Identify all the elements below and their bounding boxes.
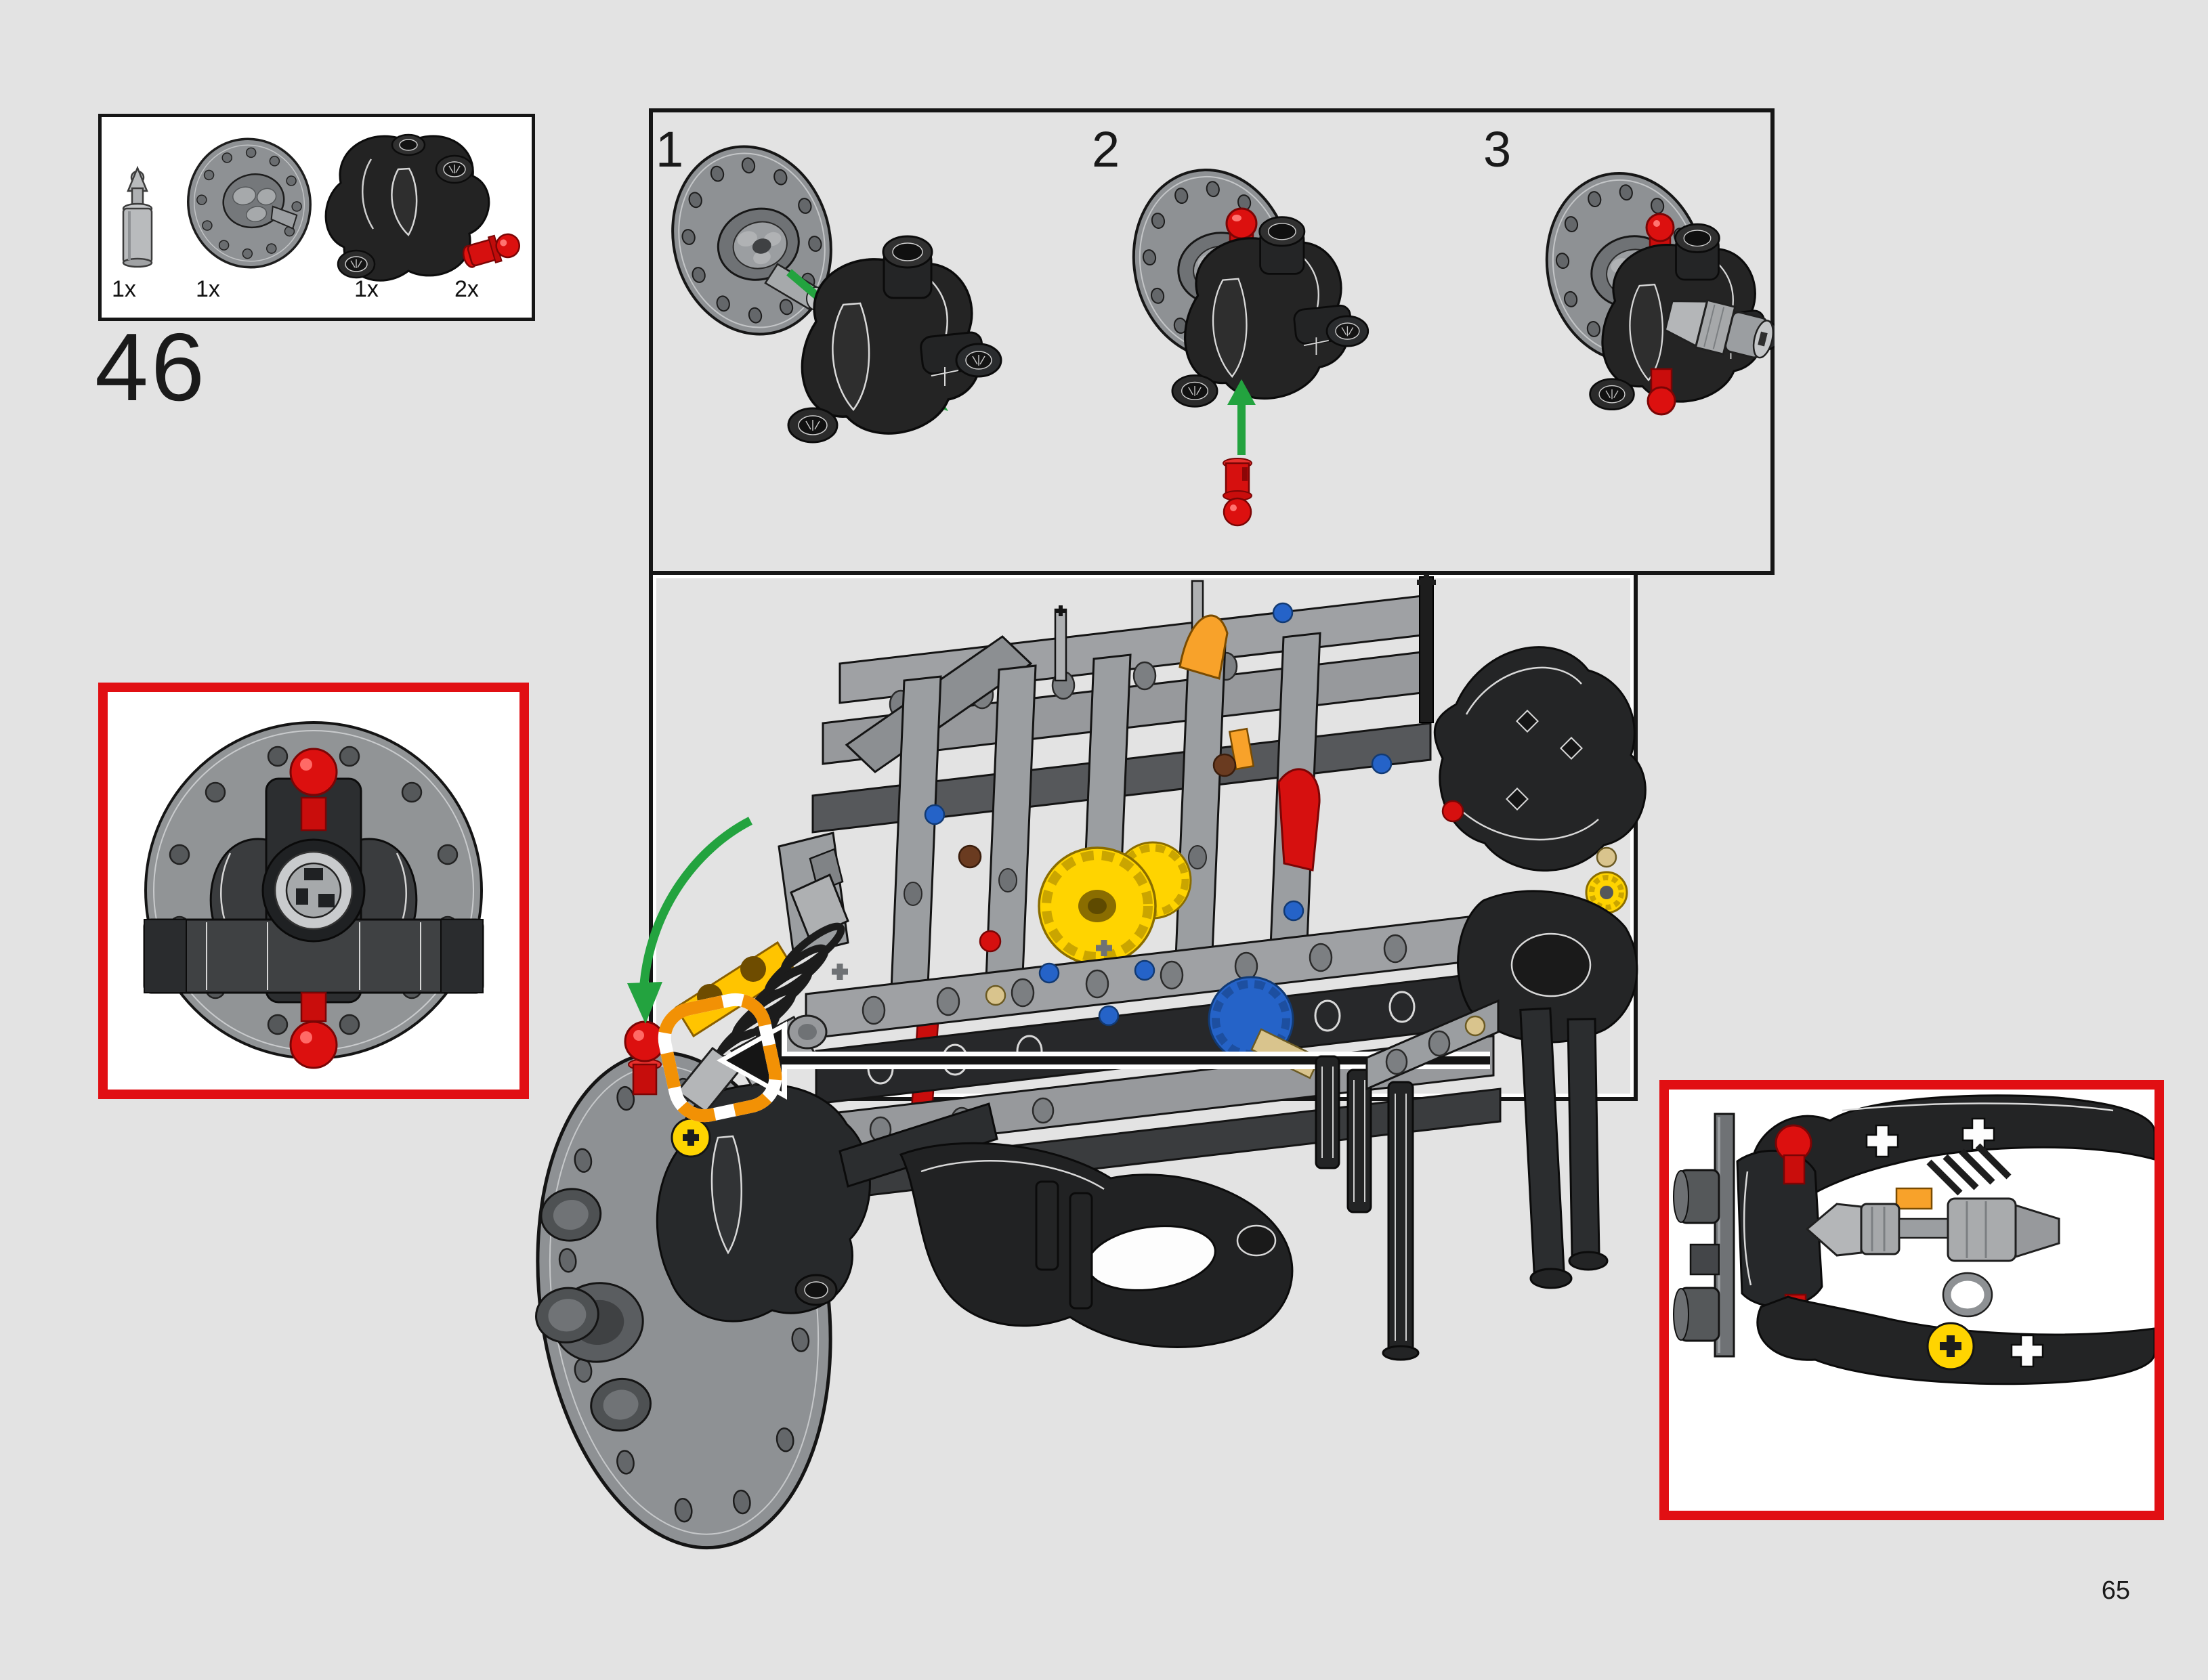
part-qty: 1x xyxy=(196,276,220,302)
substep-number-2: 2 xyxy=(1092,121,1120,177)
red-towball-top xyxy=(289,748,338,796)
substep-3-illustration xyxy=(1528,157,1775,416)
main-assembly-illustration xyxy=(535,574,1647,1550)
suspension-bar xyxy=(143,918,484,994)
substep-number-1: 1 xyxy=(656,121,684,177)
shock-absorber xyxy=(674,832,849,1082)
red-towball-bottom xyxy=(1647,386,1676,416)
hub-ring xyxy=(1943,1273,1992,1316)
spring-coils xyxy=(1926,1143,2012,1196)
cv-joint-shaft xyxy=(1663,299,1775,359)
differential-gears xyxy=(1038,841,1192,966)
brake-disc-edge xyxy=(1673,1113,1735,1358)
red-towball-main xyxy=(624,1020,666,1096)
part-qty: 1x xyxy=(112,276,136,302)
red-towball-bottom xyxy=(289,1020,338,1069)
side-knuckle xyxy=(1736,1149,1823,1308)
part-steering-knuckle xyxy=(324,133,490,282)
callout-front-view xyxy=(98,683,529,1099)
orange-highlight-frame xyxy=(658,993,782,1123)
right-thin-beam xyxy=(1365,999,1500,1091)
orange-wedge xyxy=(1179,614,1229,680)
green-curved-arrow xyxy=(639,817,752,984)
top-axles xyxy=(1054,574,1436,771)
fender-lower xyxy=(1457,890,1638,1289)
page-number: 65 xyxy=(2101,1576,2130,1605)
substeps-illustration xyxy=(650,127,1775,527)
upper-wishbone xyxy=(1749,1094,2154,1215)
red-towball-top xyxy=(1645,213,1675,242)
front-view-illustration xyxy=(143,721,484,1069)
yellow-gear-right xyxy=(1585,846,1628,914)
lower-suspension-arm xyxy=(899,1142,1294,1348)
callout-side-view xyxy=(1659,1080,2164,1520)
hanging-pins xyxy=(1035,1055,1420,1361)
red-internal xyxy=(1277,768,1321,871)
pin-dots xyxy=(832,602,1464,1027)
red-towball xyxy=(1225,207,1258,240)
parts-callout-box: 1x 1x 1x 2x xyxy=(98,114,535,321)
side-cv-shaft xyxy=(1805,1197,2060,1262)
substep-1-illustration xyxy=(650,127,1002,444)
part-qty: 1x xyxy=(354,276,379,302)
parts-illustrations xyxy=(122,133,520,282)
side-view-illustration xyxy=(1673,1094,2154,1385)
wheel-hub-assembly xyxy=(535,1050,998,1550)
green-arrowhead xyxy=(1227,379,1256,405)
fender-upper xyxy=(1433,646,1647,871)
green-arrowhead xyxy=(627,982,662,1024)
step-number: 46 xyxy=(95,314,207,421)
red-towball-pin xyxy=(1223,458,1252,527)
substep-2-illustration xyxy=(1115,154,1370,527)
wheel-knuckle xyxy=(656,1083,871,1322)
part-towball-pin-gray xyxy=(122,165,153,268)
part-towball-pin-red xyxy=(463,233,520,268)
part-brake-disc xyxy=(187,137,312,269)
part-qty: 2x xyxy=(454,276,479,302)
substep-number-3: 3 xyxy=(1483,121,1512,177)
